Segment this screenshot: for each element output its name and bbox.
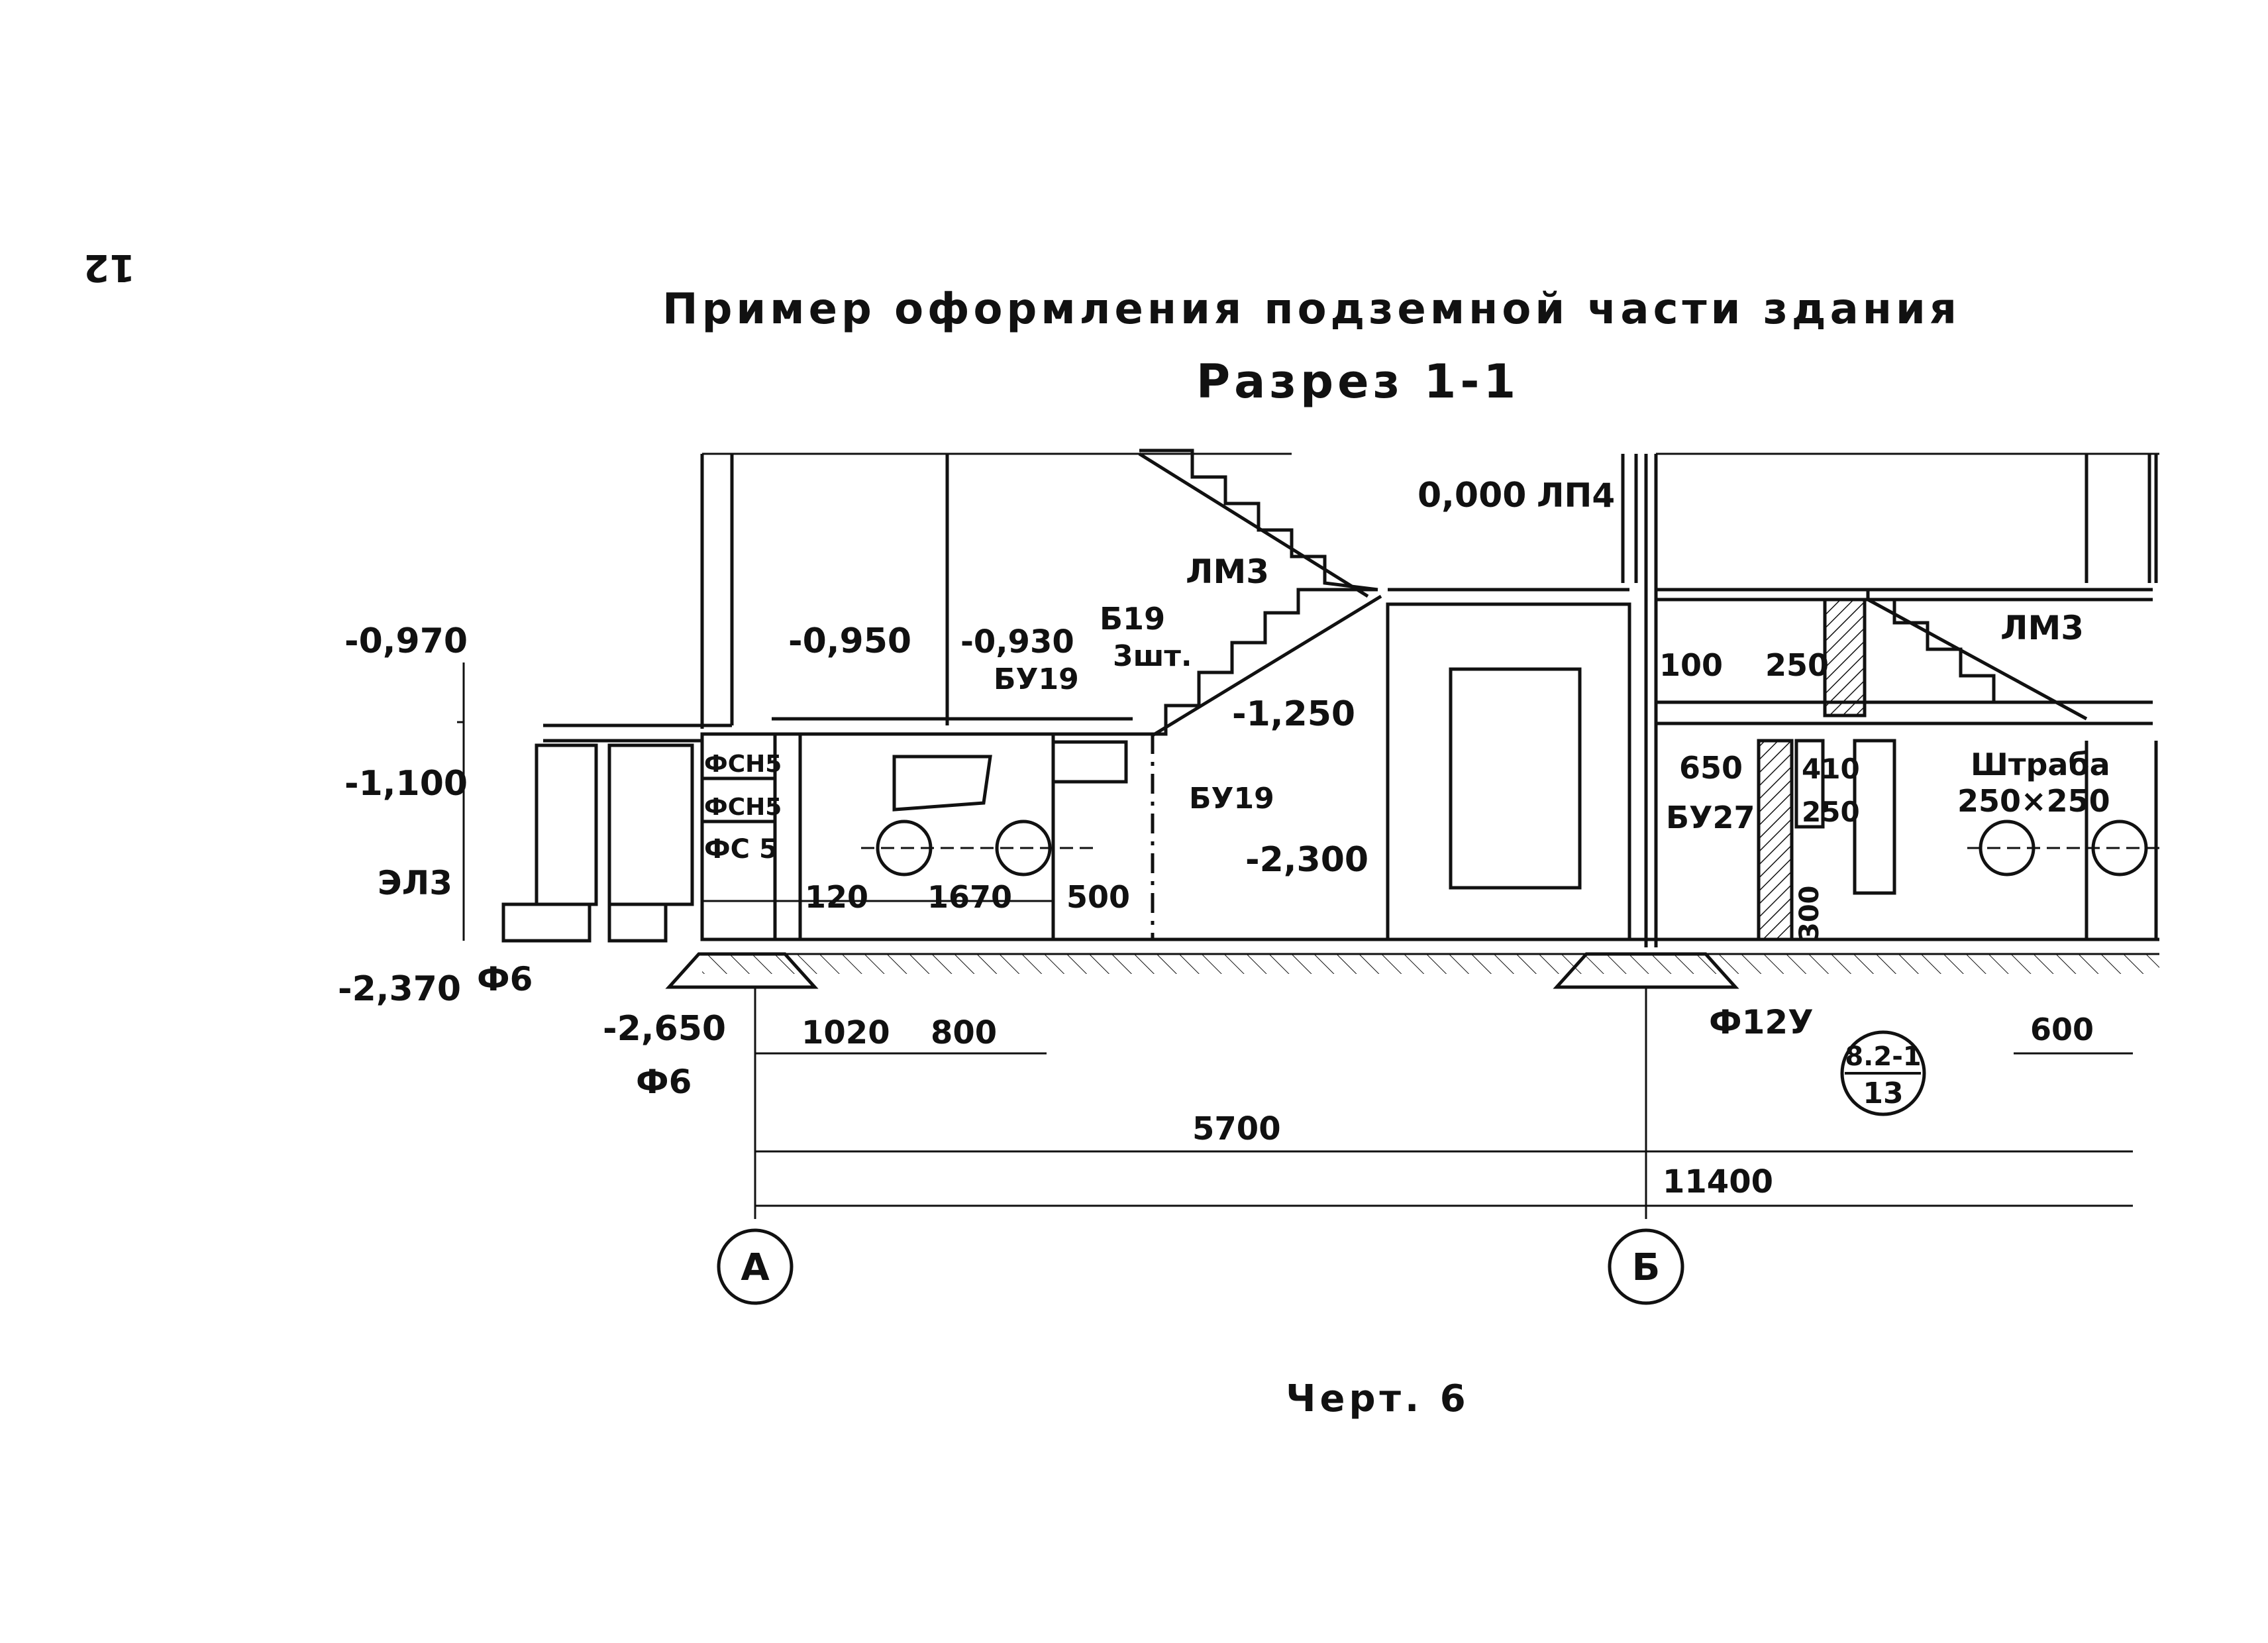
svg-text:Б: Б [1632, 1246, 1661, 1289]
svg-text:13: 13 [1863, 1077, 1903, 1110]
dimension-label: 120 [805, 879, 868, 915]
mark-label: ФСН5 [704, 794, 782, 821]
elevation-label: -0,950 [788, 621, 911, 661]
dimension-label: 650 [1679, 750, 1743, 786]
mark-label: ЛП4 [1537, 476, 1615, 515]
dimension-label: 800 [931, 1014, 997, 1051]
mark-label: БУ19 [1189, 782, 1274, 816]
dimension-lines [457, 662, 2133, 1219]
page-number: 12 [83, 246, 135, 289]
dimension-label: 11400 [1663, 1163, 1773, 1200]
mark-label: Ф12У [1709, 1003, 1814, 1041]
mark-label: ФС 5 [704, 834, 778, 865]
dimension-label: 250 [1802, 796, 1860, 828]
mark-label: ЭЛ3 [378, 864, 452, 902]
dimension-label: 600 [2030, 1012, 2094, 1047]
axis-marker-b: Б [1608, 1228, 1684, 1305]
svg-text:8.2-1: 8.2-1 [1845, 1041, 1921, 1072]
mark-label: ФСН5 [704, 751, 782, 778]
figure-caption: Черт. 6 [1286, 1377, 1470, 1420]
elevation-label: -2,650 [603, 1009, 726, 1049]
dimension-label: 100 [1659, 647, 1723, 683]
elevation-label: -2,300 [1245, 840, 1368, 880]
svg-text:А: А [741, 1246, 770, 1289]
axis-marker-a: А [717, 1228, 794, 1305]
dimension-label: 500 [1066, 879, 1130, 915]
building-structure [501, 449, 2159, 989]
drawing-title: Пример оформления подземной части здания [662, 285, 1961, 334]
dimension-label: 1670 [927, 879, 1012, 915]
mark-label: ЛМ3 [2000, 609, 2084, 647]
elevation-label: 0,000 [1418, 476, 1526, 515]
mark-label: БУ27 [1666, 800, 1755, 835]
mark-label: ЛМ3 [1186, 553, 1269, 591]
mark-label: 250×250 [1957, 783, 2110, 819]
dimension-label: 5700 [1192, 1110, 1281, 1147]
elevation-label: -1,100 [344, 764, 468, 804]
mark-label: Ф6 [477, 960, 533, 998]
node-reference: 8.2-1 13 [1840, 1030, 1926, 1116]
dimension-label: 300 [1794, 886, 1825, 941]
dimension-label: 250 [1765, 647, 1829, 683]
elevation-label: -2,370 [338, 969, 461, 1009]
mark-label: БУ19 [994, 662, 1079, 696]
mark-label: Ф6 [636, 1063, 692, 1101]
dimension-label: 410 [1802, 753, 1860, 785]
elevation-label: -0,970 [344, 621, 468, 661]
section-title: Разрез 1-1 [1196, 354, 1520, 409]
dimension-label: 1020 [801, 1014, 890, 1051]
elevation-label: -1,250 [1232, 694, 1355, 734]
elevation-label: -0,930 [960, 623, 1074, 661]
mark-label: Б19 [1100, 601, 1165, 637]
mark-label: 3шт. [1113, 639, 1192, 673]
mark-label: Штраба [1971, 747, 2110, 782]
